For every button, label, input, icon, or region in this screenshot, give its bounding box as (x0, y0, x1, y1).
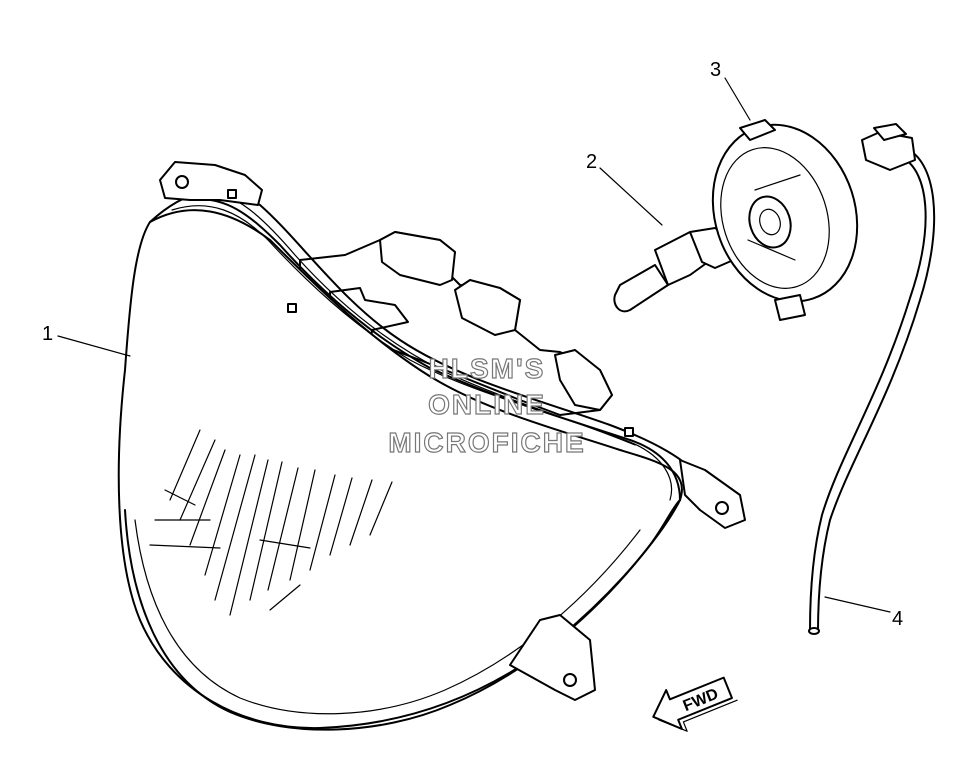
watermark-line-1: HLSM'S (429, 353, 546, 384)
left-mount-hole-icon (175, 175, 189, 189)
housing-rim-inner (189, 198, 681, 501)
leader-line-2 (599, 167, 663, 226)
right-mount-hole-icon (715, 501, 729, 515)
rim-clip (227, 189, 237, 199)
lens-pattern (149, 429, 393, 616)
headlight-assembly (117, 161, 746, 731)
socket-hub (748, 195, 792, 249)
rear-connector-block-1 (379, 231, 456, 286)
watermark-line-2: ONLINE (428, 389, 546, 420)
bottom-mount-hole-icon (563, 673, 577, 687)
rear-connector-block-2 (454, 279, 521, 336)
watermark-line-3: MICROFICHE (388, 427, 585, 458)
callout-3: 3 (710, 59, 721, 81)
leader-line-3 (724, 77, 751, 121)
leader-line-1 (57, 335, 131, 357)
rear-connector-block-3 (554, 349, 613, 411)
socket-tab-bottom (774, 294, 806, 321)
socket-cover-inner (720, 147, 830, 289)
callout-1: 1 (42, 323, 53, 345)
callout-4: 4 (892, 608, 903, 630)
watermark: HLSM'S ONLINE MICROFICHE (388, 352, 585, 458)
callout-2: 2 (586, 151, 597, 173)
leader-line-4 (824, 596, 891, 613)
socket-tab-top (739, 119, 776, 141)
wire-cable-outer (817, 147, 936, 633)
rim-clip (287, 303, 297, 313)
fwd-arrow-icon (652, 676, 733, 731)
wire-end (808, 627, 820, 635)
bulb-glass (613, 264, 669, 313)
rim-clip (624, 427, 634, 437)
right-mounting-ear (679, 459, 746, 529)
socket-hub-hole (759, 208, 781, 236)
housing-lower-rim (124, 499, 681, 731)
wire-connector-top (873, 123, 907, 141)
housing-rim-line-b (171, 205, 673, 501)
callout-leaders (57, 77, 891, 613)
wire-cable-inner (809, 157, 927, 631)
forward-direction-arrow: FWD (652, 676, 738, 732)
wire-harness (808, 123, 936, 635)
housing-rim-line-a (199, 189, 636, 446)
bulb-socket-cover (711, 119, 859, 321)
